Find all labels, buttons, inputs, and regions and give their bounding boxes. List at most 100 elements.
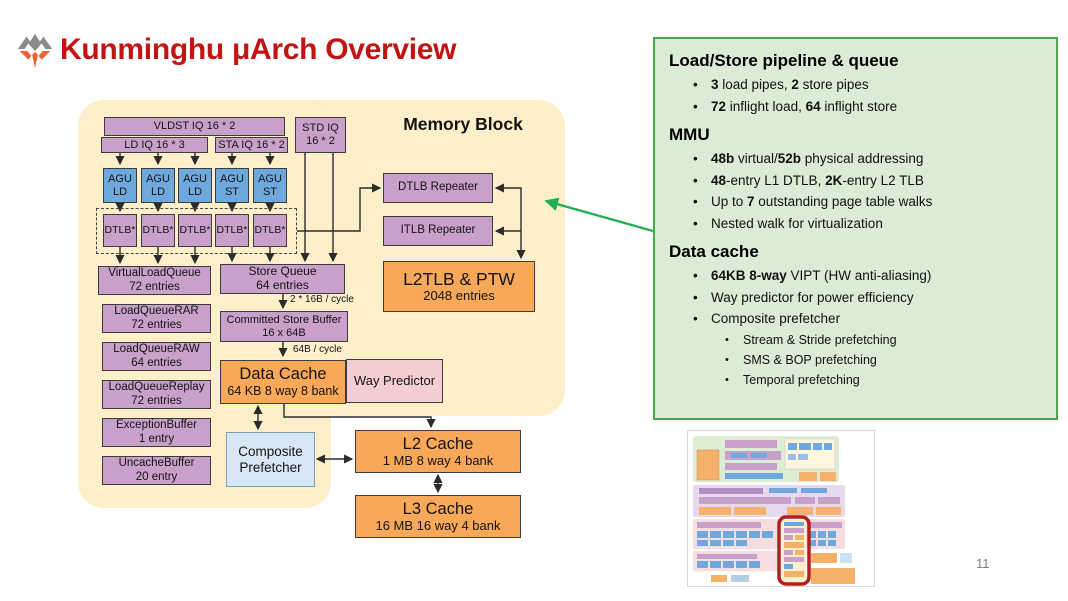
label-line2: LD bbox=[150, 185, 166, 198]
bullet-dot-icon: • bbox=[693, 172, 698, 188]
label-line2: 16 * 2 bbox=[306, 135, 335, 147]
panel-bullet: •Nested walk for virtualization bbox=[669, 213, 1042, 235]
panel-bullet: •SMS & BOP prefetching bbox=[669, 350, 1042, 370]
info-panel-body: Load/Store pipeline & queue • 3 load pipes… bbox=[669, 51, 1042, 390]
label-line2: LD bbox=[187, 185, 203, 198]
bullet-dot-icon: • bbox=[693, 311, 698, 326]
edge-label-csb-bandwidth: 64B / cycle bbox=[293, 344, 342, 355]
slide-title: Kunminghu μArch Overview bbox=[60, 33, 457, 66]
bullet-dot-icon: • bbox=[693, 268, 698, 283]
label-line1: L2 Cache bbox=[402, 434, 474, 453]
label-line1: Data Cache bbox=[239, 365, 327, 384]
node-exception-buffer: ExceptionBuffer 1 entry bbox=[102, 418, 211, 447]
page-number: 11 bbox=[976, 556, 990, 571]
label-line1: AGU bbox=[108, 172, 132, 185]
bullet-text: 3 load pipes, 2 store pipes bbox=[711, 77, 869, 92]
label: DTLB* bbox=[179, 224, 211, 237]
label-line2: 16 MB 16 way 4 bank bbox=[375, 517, 501, 533]
node-agu-ld-3: AGU LD bbox=[178, 168, 212, 203]
xiangshan-logo-icon bbox=[17, 33, 53, 69]
label: DTLB Repeater bbox=[398, 181, 478, 194]
label-line2: ST bbox=[224, 185, 240, 198]
bullet-dot-icon: • bbox=[693, 194, 698, 209]
panel-section-heading: MMU bbox=[669, 125, 710, 144]
label-line1: LoadQueueRAW bbox=[113, 343, 200, 356]
label-line2: 72 entries bbox=[131, 318, 182, 331]
label-line2: 72 entries bbox=[129, 280, 180, 293]
bullet-dot-icon: • bbox=[693, 151, 698, 166]
label-line1: LoadQueueReplay bbox=[108, 381, 205, 394]
label: Way Predictor bbox=[353, 372, 436, 388]
bullet-text: SMS & BOP prefetching bbox=[743, 352, 877, 367]
label-line1: ExceptionBuffer bbox=[116, 419, 197, 432]
label-line1: L3 Cache bbox=[402, 499, 474, 518]
panel-bullet: •64KB 8-way VIPT (HW anti-aliasing) bbox=[669, 265, 1042, 287]
node-dtlb-3: DTLB* bbox=[178, 214, 212, 247]
label-line2: 1 MB 8 way 4 bank bbox=[382, 452, 494, 468]
bullet-text: 48-entry L1 DTLB, 2K-entry L2 TLB bbox=[711, 172, 924, 188]
label-line1: UncacheBuffer bbox=[118, 457, 195, 470]
label-line2: 64 KB 8 way 8 bank bbox=[227, 384, 339, 399]
node-l2tlb-ptw: L2TLB & PTW 2048 entries bbox=[383, 261, 535, 312]
label: DTLB* bbox=[254, 224, 286, 237]
node-load-queue-replay: LoadQueueReplay 72 entries bbox=[102, 380, 211, 409]
bullet-text: Up to 7 outstanding page table walks bbox=[711, 194, 933, 209]
node-dtlb-repeater: DTLB Repeater bbox=[383, 173, 493, 203]
node-dtlb-1: DTLB* bbox=[103, 214, 137, 247]
label: STA IQ 16 * 2 bbox=[218, 138, 285, 151]
label-line1: AGU bbox=[146, 172, 170, 185]
label: DTLB* bbox=[104, 224, 136, 237]
label-line1: Store Queue bbox=[248, 264, 317, 279]
node-l3-cache: L3 Cache 16 MB 16 way 4 bank bbox=[355, 495, 521, 538]
edge-label-store-bandwidth: 2 * 16B / cycle bbox=[290, 294, 354, 305]
node-store-queue: Store Queue 64 entries bbox=[220, 264, 345, 294]
bullet-text: 72 inflight load, 64 inflight store bbox=[711, 98, 898, 114]
node-ld-iq: LD IQ 16 * 3 bbox=[101, 137, 208, 153]
label: LD IQ 16 * 3 bbox=[124, 138, 185, 151]
node-load-queue-rar: LoadQueueRAR 72 entries bbox=[102, 304, 211, 333]
bullet-text: Way predictor for power efficiency bbox=[711, 289, 914, 305]
label-line1: LoadQueueRAR bbox=[114, 305, 199, 318]
label-line2: 1 entry bbox=[138, 432, 175, 445]
bullet-text: Stream & Stride prefetching bbox=[743, 332, 897, 347]
node-std-iq: STD IQ 16 * 2 bbox=[295, 117, 346, 153]
node-agu-st-1: AGU ST bbox=[215, 168, 249, 203]
panel-section-heading: Data cache bbox=[669, 242, 759, 261]
node-way-predictor: Way Predictor bbox=[346, 359, 443, 403]
label-line1: AGU bbox=[258, 172, 282, 185]
node-uncache-buffer: UncacheBuffer 20 entry bbox=[102, 456, 211, 485]
label-line2: 16 x 64B bbox=[262, 326, 306, 339]
label: DTLB* bbox=[142, 224, 174, 237]
panel-bullet: • Up to 7 outstanding page table walks bbox=[669, 191, 1042, 213]
node-committed-store-buffer: Committed Store Buffer 16 x 64B bbox=[220, 311, 348, 342]
node-l2-cache: L2 Cache 1 MB 8 way 4 bank bbox=[355, 430, 521, 473]
label-line2: LD bbox=[112, 185, 128, 198]
bullet-dot-icon: • bbox=[693, 98, 698, 114]
node-agu-ld-2: AGU LD bbox=[141, 168, 175, 203]
bullet-text: Nested walk for virtualization bbox=[711, 215, 883, 231]
bullet-text: Composite prefetcher bbox=[711, 311, 841, 326]
label-line2: 2048 entries bbox=[423, 288, 495, 304]
panel-bullet: • 3 load pipes, 2 store pipes bbox=[669, 74, 1042, 96]
memory-block-title: Memory Block bbox=[403, 114, 523, 134]
bullet-dot-icon: • bbox=[725, 373, 729, 386]
label-line1: AGU bbox=[183, 172, 207, 185]
bullet-dot-icon: • bbox=[725, 333, 729, 346]
label-line2: 64 entries bbox=[256, 278, 309, 292]
label-line2: Prefetcher bbox=[239, 459, 302, 475]
node-itlb-repeater: ITLB Repeater bbox=[383, 216, 493, 246]
label-line2: 72 entries bbox=[131, 394, 182, 407]
node-data-cache: Data Cache 64 KB 8 way 8 bank bbox=[220, 360, 346, 404]
node-virtual-load-queue: VirtualLoadQueue 72 entries bbox=[98, 266, 211, 295]
bullet-dot-icon: • bbox=[693, 77, 698, 92]
label-line1: VirtualLoadQueue bbox=[108, 267, 201, 280]
label-line1: AGU bbox=[220, 172, 244, 185]
label-line1: L2TLB & PTW bbox=[403, 268, 515, 289]
panel-bullet: •Temporal prefetching bbox=[669, 370, 1042, 390]
overview-thumbnail bbox=[687, 430, 875, 587]
node-dtlb-5: DTLB* bbox=[253, 214, 287, 247]
panel-bullet: • Stream & Stride prefetching bbox=[669, 330, 1042, 350]
panel-bullet: • Composite prefetcher bbox=[669, 308, 1042, 330]
panel-section-heading: Load/Store pipeline & queue bbox=[669, 51, 899, 70]
bullet-dot-icon: • bbox=[693, 289, 698, 305]
